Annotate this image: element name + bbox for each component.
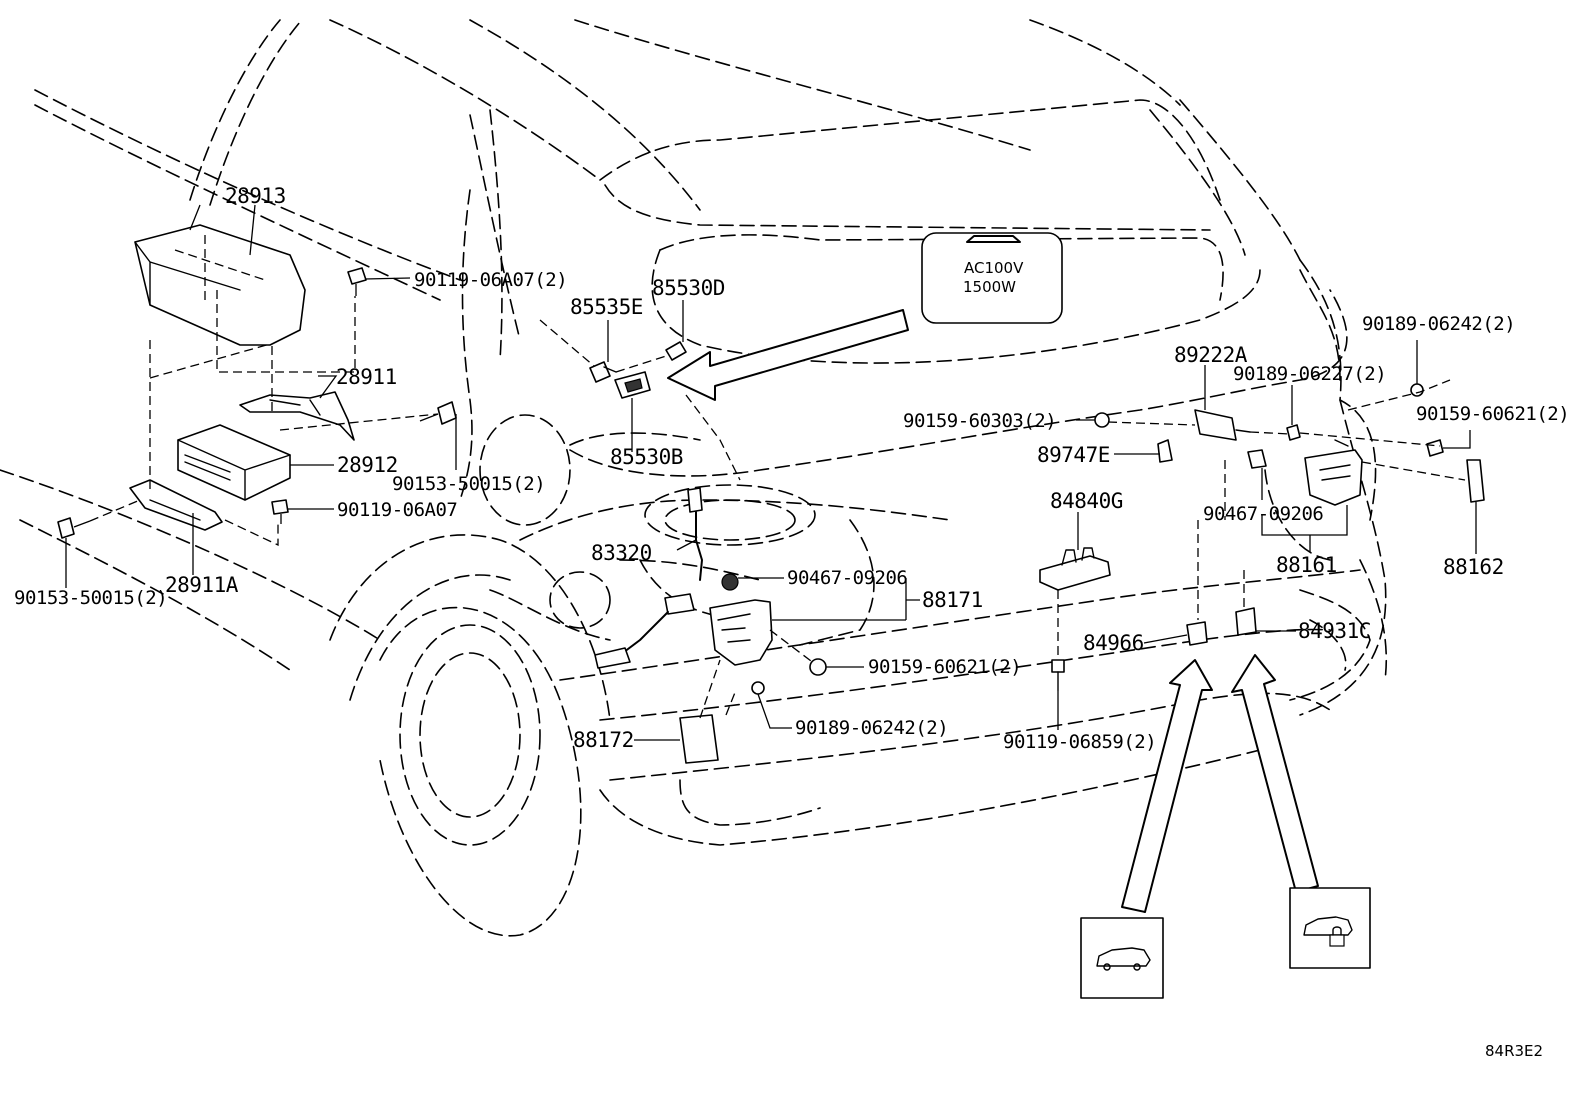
label-88161: 88161	[1276, 553, 1337, 577]
diagram-code: 84R3E2	[1485, 1042, 1543, 1060]
part-84966-switch	[1143, 520, 1208, 646]
part-28911A-bracket	[129, 479, 223, 531]
label-90467-09206-b: 90467-09206	[1203, 503, 1323, 525]
label-28913: 28913	[225, 184, 286, 208]
label-90159-60621-2-b: 90159-60621(2)	[1416, 403, 1569, 425]
part-88171-bracket	[709, 573, 920, 666]
label-28912: 28912	[337, 453, 398, 477]
fasteners-right	[1076, 340, 1471, 500]
label-88171: 88171	[922, 588, 983, 612]
label-88172: 88172	[573, 728, 634, 752]
vehicle-icon	[1096, 947, 1151, 971]
vehicle-lock-icon	[1303, 916, 1353, 947]
label-90189-06242-2-a: 90189-06242(2)	[795, 717, 948, 739]
part-28912-module	[177, 424, 291, 501]
outlet-wattage-text: 1500W	[963, 278, 1016, 296]
label-28911A: 28911A	[165, 573, 239, 597]
part-85530D-socket	[665, 341, 687, 361]
label-90189-06242-2-b: 90189-06242(2)	[1362, 313, 1515, 335]
part-labels: 28913 90119-06A07(2) 28911 28912 90153-5…	[14, 184, 1570, 753]
label-28911: 28911	[336, 365, 397, 389]
label-90153-50015-2-b: 90153-50015(2)	[14, 587, 167, 609]
label-90189-06227-2: 90189-06227(2)	[1233, 363, 1386, 385]
vehicle-lock-icon-box	[1289, 887, 1371, 969]
ac-outlet-plate: AC100V 1500W	[921, 232, 1063, 324]
label-90119-06A07-2: 90119-06A07(2)	[414, 269, 567, 291]
part-83320-sensor	[594, 487, 703, 669]
part-28911-bracket	[239, 391, 355, 441]
label-85530D: 85530D	[652, 276, 725, 300]
label-90159-60303-2: 90159-60303(2)	[903, 410, 1056, 432]
label-90119-06859-2: 90119-06859(2)	[1003, 731, 1156, 753]
label-84840G: 84840G	[1050, 489, 1123, 513]
label-85530B: 85530B	[610, 445, 683, 469]
part-84840G-switch	[1039, 512, 1111, 660]
outlet-voltage-text: AC100V	[964, 259, 1024, 277]
part-88161-actuator	[1261, 439, 1363, 552]
label-90159-60621-2-a: 90159-60621(2)	[868, 656, 1021, 678]
bolt-90119-06859	[1051, 659, 1065, 730]
leaders-left	[65, 204, 457, 588]
part-28913-cover	[134, 224, 306, 346]
part-84931C-switch	[1235, 570, 1296, 636]
label-89747E: 89747E	[1037, 443, 1110, 467]
label-83320: 83320	[591, 541, 652, 565]
part-89222A-module	[1194, 365, 1251, 441]
part-88172-module	[634, 659, 737, 764]
label-90467-09206-a: 90467-09206	[787, 567, 907, 589]
part-85530B-connector	[614, 371, 651, 399]
fasteners-center	[751, 658, 864, 729]
label-90119-06A07: 90119-06A07	[337, 499, 457, 521]
part-85535E-bulb	[589, 361, 617, 383]
fasteners-left	[57, 267, 457, 539]
view-arrows-bottom	[1121, 654, 1319, 913]
car-body-outline	[0, 19, 1388, 937]
label-88162: 88162	[1443, 555, 1504, 579]
vehicle-icon-box	[1080, 917, 1164, 999]
leaders-center-top	[539, 300, 741, 481]
label-89222A: 89222A	[1174, 343, 1248, 367]
leaders-right	[1107, 379, 1466, 520]
label-84931C: 84931C	[1298, 619, 1371, 643]
view-arrow	[667, 309, 909, 401]
label-90153-50015-2-a: 90153-50015(2)	[392, 473, 545, 495]
part-88162-key	[1466, 459, 1485, 554]
label-85535E: 85535E	[570, 295, 643, 319]
label-84966: 84966	[1083, 631, 1144, 655]
